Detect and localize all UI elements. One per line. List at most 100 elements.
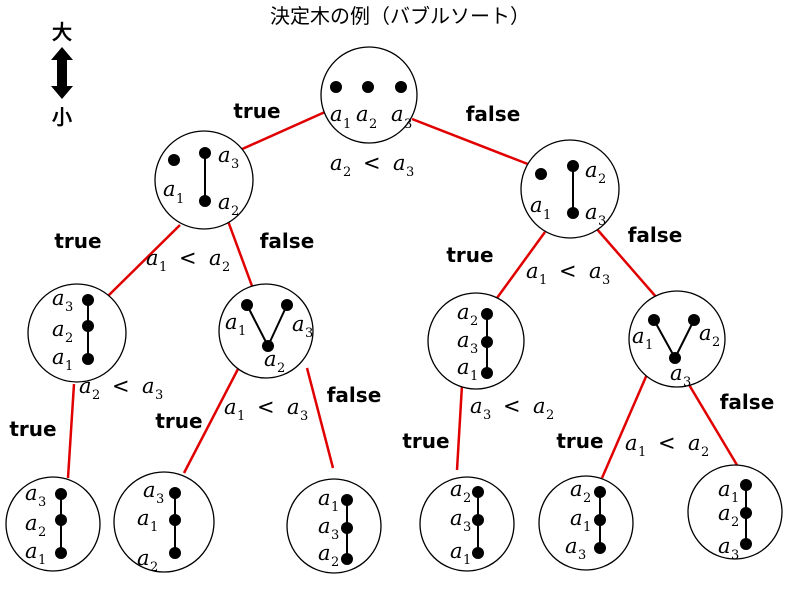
svg-text:3: 3 — [683, 375, 691, 390]
svg-text:a: a — [137, 546, 150, 570]
svg-text:2: 2 — [38, 525, 46, 540]
svg-text:a: a — [570, 506, 583, 530]
edge-n4-true — [182, 368, 240, 474]
svg-text:a: a — [318, 514, 331, 538]
svg-text:3: 3 — [305, 326, 313, 341]
svg-text:1: 1 — [543, 208, 551, 223]
svg-text:a: a — [218, 190, 231, 214]
edge-root-true — [239, 110, 326, 152]
svg-text:<: < — [363, 151, 381, 175]
svg-text:<: < — [257, 395, 275, 419]
edge-n6-true — [600, 371, 650, 479]
edge-label-true: true — [556, 429, 603, 453]
svg-text:<: < — [179, 246, 197, 270]
svg-text:a: a — [146, 246, 159, 270]
svg-text:a: a — [570, 477, 583, 501]
svg-text:a: a — [137, 506, 150, 530]
svg-text:2: 2 — [92, 388, 100, 403]
svg-text:1: 1 — [463, 553, 471, 568]
svg-text:2: 2 — [470, 314, 478, 329]
svg-text:3: 3 — [602, 273, 610, 288]
svg-text:1: 1 — [645, 338, 653, 353]
svg-text:a: a — [318, 486, 331, 510]
svg-text:a: a — [718, 534, 731, 558]
svg-text:a: a — [589, 259, 602, 283]
edge-label-true: true — [233, 99, 280, 123]
page-title: 決定木の例（バブルソート） — [270, 4, 530, 28]
svg-text:2: 2 — [331, 555, 339, 570]
svg-text:1: 1 — [638, 445, 646, 460]
edge-labels: true false true false true false true tr… — [9, 99, 774, 453]
svg-text:3: 3 — [404, 117, 412, 132]
svg-text:3: 3 — [156, 492, 164, 507]
svg-text:1: 1 — [176, 192, 184, 207]
svg-text:2: 2 — [712, 335, 720, 350]
svg-text:a: a — [533, 394, 546, 418]
edge-n2-false — [595, 227, 658, 299]
edge-n1-false — [226, 220, 254, 287]
svg-text:1: 1 — [237, 409, 245, 424]
svg-text:1: 1 — [343, 117, 351, 132]
svg-text:1: 1 — [583, 520, 591, 535]
svg-text:a: a — [688, 431, 701, 455]
svg-text:<: < — [559, 259, 577, 283]
svg-text:a: a — [25, 481, 38, 505]
svg-text:a: a — [25, 539, 38, 563]
edge-label-false: false — [466, 102, 521, 126]
svg-text:2: 2 — [731, 515, 739, 530]
svg-text:a: a — [287, 395, 300, 419]
svg-text:a: a — [457, 355, 470, 379]
svg-text:1: 1 — [150, 520, 158, 535]
edge-label-true: true — [9, 417, 56, 441]
svg-text:a: a — [391, 102, 404, 126]
svg-text:2: 2 — [369, 117, 377, 132]
edge-n3-true — [66, 383, 76, 479]
svg-text:a: a — [699, 321, 712, 345]
svg-text:1: 1 — [470, 369, 478, 384]
edge-label-false: false — [327, 383, 382, 407]
svg-text:1: 1 — [159, 260, 167, 275]
svg-text:a: a — [356, 102, 369, 126]
svg-text:a: a — [457, 328, 470, 352]
edge-n2-true — [495, 231, 547, 299]
svg-text:a: a — [632, 324, 645, 348]
svg-text:a: a — [393, 151, 406, 175]
svg-text:2: 2 — [598, 172, 606, 187]
svg-text:a: a — [209, 246, 222, 270]
edge-n5-true — [455, 384, 464, 471]
svg-text:3: 3 — [406, 165, 414, 180]
svg-text:a: a — [450, 539, 463, 563]
svg-text:3: 3 — [65, 300, 73, 315]
svg-text:3: 3 — [463, 520, 471, 535]
edge-root-false — [411, 117, 539, 170]
svg-text:a: a — [718, 501, 731, 525]
svg-text:2: 2 — [277, 361, 285, 376]
legend-small-label: 小 — [52, 105, 72, 129]
svg-text:1: 1 — [65, 359, 73, 374]
edge-label-false: false — [260, 229, 315, 253]
svg-text:a: a — [330, 151, 343, 175]
svg-text:a: a — [52, 317, 65, 341]
svg-text:1: 1 — [331, 500, 339, 515]
svg-text:a: a — [470, 394, 483, 418]
svg-text:2: 2 — [701, 445, 709, 460]
svg-text:a: a — [585, 200, 598, 224]
svg-text:a: a — [25, 511, 38, 535]
svg-text:2: 2 — [150, 560, 158, 575]
svg-text:2: 2 — [583, 491, 591, 506]
svg-text:3: 3 — [231, 157, 239, 172]
